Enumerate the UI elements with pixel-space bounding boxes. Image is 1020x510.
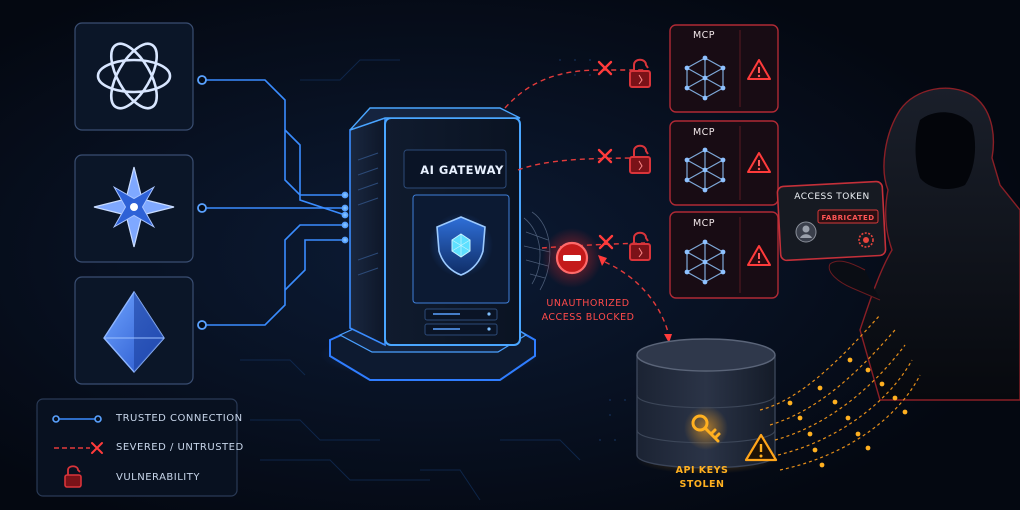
keys-line-1: API KEYS — [675, 465, 729, 476]
ai-gateway-server — [320, 107, 540, 381]
key-particles — [787, 357, 908, 468]
key-icon — [684, 406, 728, 450]
user-avatar-icon — [795, 221, 817, 243]
dot-grid — [559, 59, 626, 441]
mcp-card-2 — [669, 120, 779, 206]
warning-icon — [747, 59, 771, 266]
legend-vulnerability-label: VULNERABILITY — [116, 472, 200, 483]
side-vents — [357, 152, 379, 276]
warning-icon-keys — [744, 433, 778, 462]
cube-network-icon — [684, 55, 726, 285]
legend-panel — [36, 398, 238, 497]
fabricated-badge: FABRICATED — [821, 214, 875, 222]
openai-logo-icon — [96, 42, 172, 110]
gateway-title: AI GATEWAY — [420, 163, 504, 177]
broken-padlock-icon — [629, 58, 651, 261]
connection-nodes — [197, 75, 349, 330]
severed-x-marks — [597, 60, 614, 250]
diamond-logo-icon — [103, 290, 165, 374]
shield-icon — [429, 213, 493, 277]
stolen-key-streams — [759, 314, 921, 471]
unauthorized-access-blocked-label: UNAUTHORIZED ACCESS BLOCKED — [536, 297, 640, 325]
access-token-title: ACCESS TOKEN — [794, 192, 870, 202]
trusted-connections — [202, 79, 346, 326]
mcp-label-3: MCP — [692, 218, 716, 229]
mcp-label-1: MCP — [692, 30, 716, 41]
blocked-line-1: UNAUTHORIZED — [546, 298, 630, 309]
legend-severed-swatch — [54, 442, 103, 454]
compass-star-logo-icon — [93, 166, 175, 248]
legend-vulnerability-swatch — [64, 465, 82, 488]
hooded-hacker-icon — [828, 87, 1020, 401]
provider-card-diamond — [74, 276, 194, 385]
circuit-pattern — [240, 59, 581, 501]
mcp-label-2: MCP — [692, 127, 716, 138]
blocked-line-2: ACCESS BLOCKED — [541, 312, 635, 323]
provider-card-openai — [74, 22, 194, 131]
mcp-card-3 — [669, 211, 779, 299]
seal-icon — [858, 232, 874, 248]
api-keys-stolen-label: API KEYS STOLEN — [662, 464, 742, 492]
no-entry-icon — [542, 228, 602, 288]
legend-severed-label: SEVERED / UNTRUSTED — [116, 442, 244, 453]
access-token-card — [776, 180, 887, 262]
provider-card-star — [74, 154, 194, 263]
rack-drives — [424, 308, 498, 336]
keys-line-2: STOLEN — [679, 479, 725, 490]
legend-trusted-label: TRUSTED CONNECTION — [116, 413, 243, 424]
legend-trusted-swatch — [52, 415, 102, 423]
